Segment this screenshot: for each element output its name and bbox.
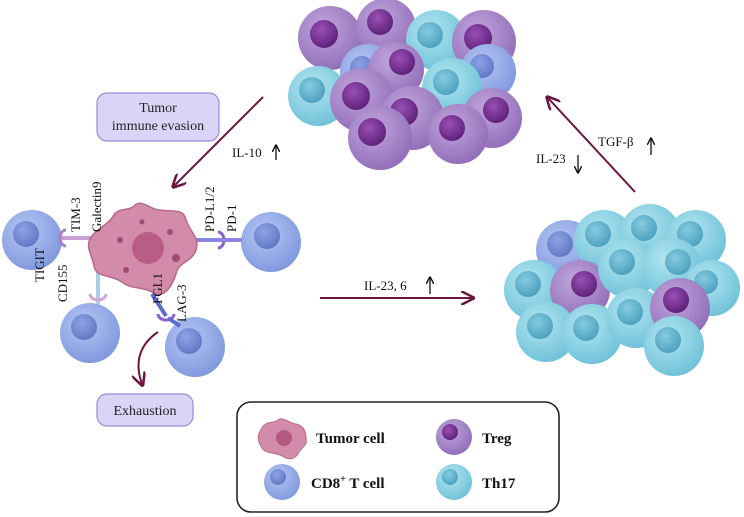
fgl1-lag3-pair bbox=[150, 292, 182, 328]
legend: Tumor cell Treg CD8+ T cell Th17 bbox=[236, 401, 560, 513]
arrow-tgfb: TGF-β IL-23 bbox=[536, 98, 651, 193]
cd8-cell-tigit bbox=[60, 303, 120, 363]
legend-cd8-label: CD8+ T cell bbox=[311, 474, 385, 492]
arrow-il23-6: IL-23, 6 bbox=[320, 278, 472, 298]
evasion-label-2: immune evasion bbox=[112, 119, 204, 134]
th17-cell bbox=[644, 316, 704, 376]
legend-treg-icon bbox=[436, 419, 472, 455]
cd8-cell-tim3 bbox=[2, 210, 62, 270]
cd155-label: CD155 bbox=[55, 264, 70, 302]
il23-label: IL-23 bbox=[536, 151, 566, 166]
pd1-label: PD-1 bbox=[224, 205, 239, 232]
il10-label: IL-10 bbox=[232, 145, 262, 160]
tumor-interaction-group: TIM-3 Galectin9 PD-L1/2 PD-1 TIGIT CD155… bbox=[2, 181, 301, 384]
cd8-cell-pd1 bbox=[241, 212, 301, 272]
cd8-cell-lag3 bbox=[165, 317, 225, 377]
exhaustion-arrow bbox=[139, 331, 159, 384]
exhaustion-label: Exhaustion bbox=[114, 404, 177, 419]
legend-th17-icon bbox=[436, 464, 472, 500]
top-cell-cluster bbox=[288, 0, 522, 170]
th17-cell bbox=[598, 238, 658, 298]
legend-th17-label: Th17 bbox=[482, 476, 516, 492]
treg-cell bbox=[298, 6, 362, 70]
tumor-evasion-box: Tumor immune evasion bbox=[96, 92, 220, 142]
legend-tumor-icon bbox=[257, 418, 307, 460]
tim3-label: TIM-3 bbox=[68, 197, 83, 232]
tigit-cd155-pair bbox=[88, 268, 108, 304]
evasion-label-1: Tumor bbox=[139, 101, 177, 116]
th17-cell bbox=[516, 302, 576, 362]
pdl1-label: PD-L1/2 bbox=[202, 187, 217, 233]
th17-cell bbox=[406, 10, 466, 70]
legend-treg-label: Treg bbox=[482, 431, 512, 447]
tgfb-label: TGF-β bbox=[598, 134, 634, 149]
pdl1-pd1-pair bbox=[190, 230, 242, 250]
tumor-cell bbox=[87, 202, 198, 295]
treg-cell bbox=[428, 104, 488, 164]
right-cell-cluster bbox=[504, 204, 740, 376]
legend-tumor-label: Tumor cell bbox=[316, 431, 385, 447]
galectin9-label: Galectin9 bbox=[89, 181, 104, 232]
tigit-label: TIGIT bbox=[32, 248, 47, 282]
treg-cell bbox=[348, 106, 412, 170]
legend-cd8-icon bbox=[264, 464, 300, 500]
fgl1-label: FGL1 bbox=[150, 273, 165, 304]
lag3-label: LAG-3 bbox=[174, 284, 189, 322]
exhaustion-box: Exhaustion bbox=[96, 393, 194, 427]
arrow-il10: IL-10 bbox=[174, 96, 276, 186]
il23-6-label: IL-23, 6 bbox=[364, 278, 407, 293]
